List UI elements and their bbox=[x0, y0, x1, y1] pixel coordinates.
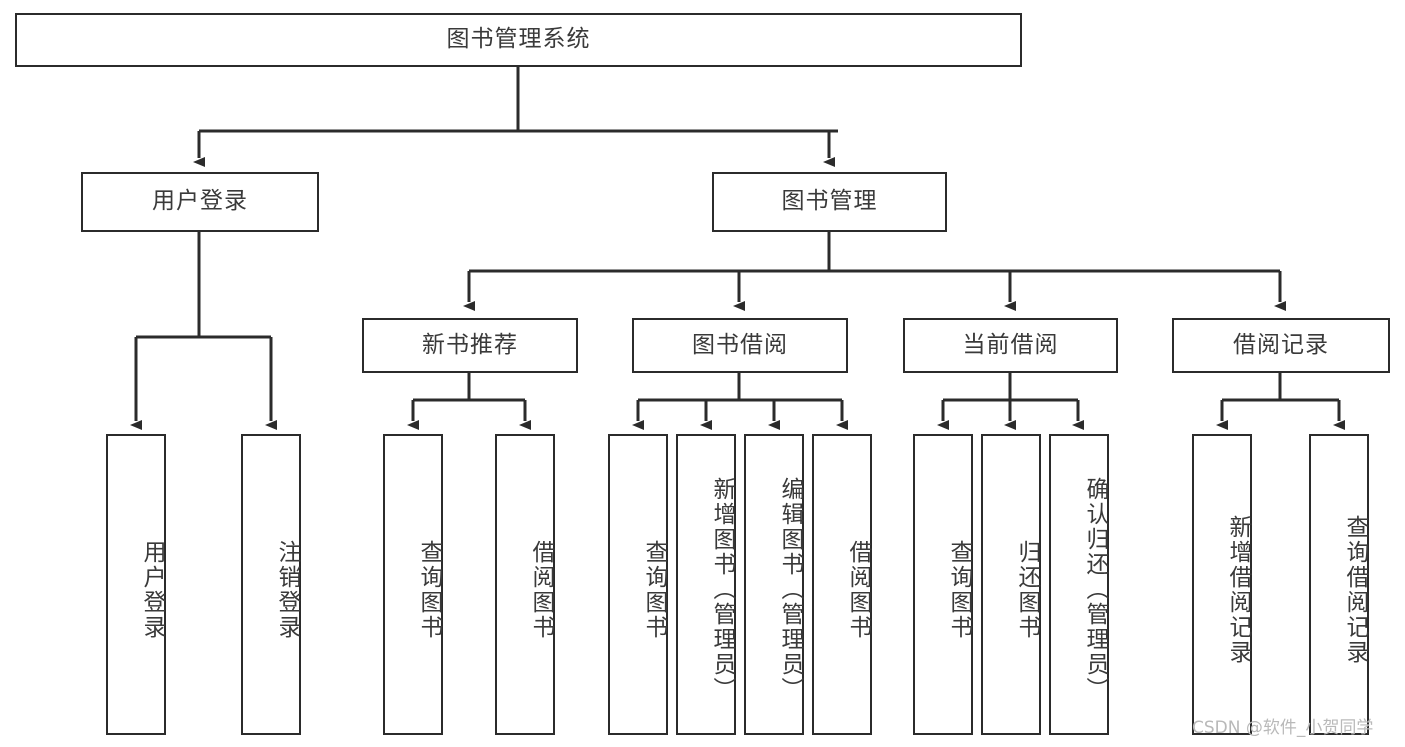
node-new-book-recommend[interactable]: 新书推荐 bbox=[362, 318, 578, 373]
node-book-management[interactable]: 图书管理 bbox=[712, 172, 947, 232]
node-current-borrow[interactable]: 当前借阅 bbox=[903, 318, 1118, 373]
node-leaf-borrow-book-2[interactable]: 借阅图书 bbox=[812, 434, 872, 735]
node-borrow-record[interactable]: 借阅记录 bbox=[1172, 318, 1390, 373]
node-leaf-add-record[interactable]: 新增借阅记录 bbox=[1192, 434, 1252, 735]
node-user-login[interactable]: 用户登录 bbox=[81, 172, 319, 232]
watermark-text: CSDN @软件_小贺同学 bbox=[1192, 718, 1374, 738]
node-root-system[interactable]: 图书管理系统 bbox=[15, 13, 1022, 67]
node-leaf-user-login[interactable]: 用户登录 bbox=[106, 434, 166, 735]
node-leaf-add-book[interactable]: 新增图书（管理员） bbox=[676, 434, 736, 735]
node-book-borrow[interactable]: 图书借阅 bbox=[632, 318, 848, 373]
node-leaf-return-book[interactable]: 归还图书 bbox=[981, 434, 1041, 735]
node-leaf-query-book-1[interactable]: 查询图书 bbox=[383, 434, 443, 735]
node-leaf-query-book-3[interactable]: 查询图书 bbox=[913, 434, 973, 735]
node-leaf-borrow-book-1[interactable]: 借阅图书 bbox=[495, 434, 555, 735]
node-leaf-logout[interactable]: 注销登录 bbox=[241, 434, 301, 735]
node-leaf-edit-book[interactable]: 编辑图书（管理员） bbox=[744, 434, 804, 735]
node-leaf-query-book-2[interactable]: 查询图书 bbox=[608, 434, 668, 735]
node-leaf-query-record[interactable]: 查询借阅记录 bbox=[1309, 434, 1369, 735]
node-leaf-confirm-return[interactable]: 确认归还（管理员） bbox=[1049, 434, 1109, 735]
